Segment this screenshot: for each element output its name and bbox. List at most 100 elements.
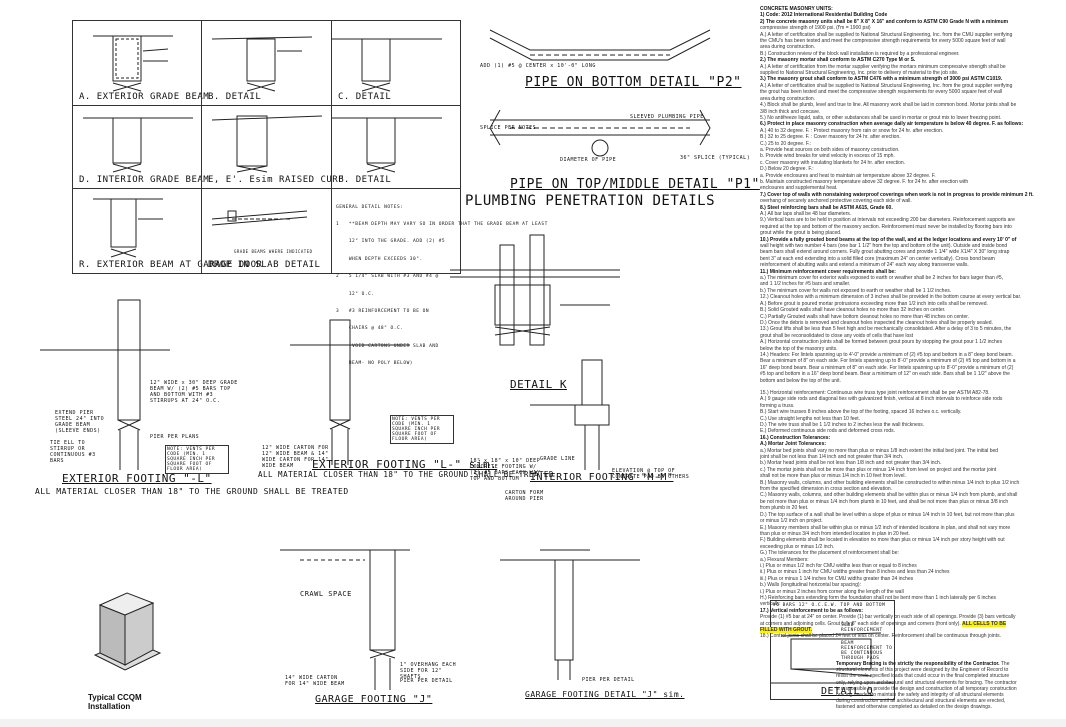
note-line: exceeding plus or minus 1/2 inch. [760,544,1060,550]
page-bottom-band [0,719,1066,727]
note-text: a.) Flexural Members: [760,556,809,563]
note-line: 12" O.C. [336,291,375,297]
callout: PIER PER PLANS [150,434,200,440]
note-text: c. Cover masonry with insulating blanket… [760,159,906,166]
note-text: 3/8 inch thick and concave. [760,108,821,115]
note-line: b.) Mortar head joints shall be not less… [760,460,1060,466]
beam-section-drawing [211,36,313,92]
note-line: a. Provide heat sources on both sides of… [760,147,1060,153]
beam-section-drawing [83,117,193,173]
exterior-footing-l-sim-drawing [290,319,410,465]
note-line: 2 5 1/4" SLAB WITH #3 AND #4 @ [336,274,439,280]
note-line: grout while the grout is being placed. [760,230,1060,236]
p1-label: 36" SPLICE (TYPICAL) [680,155,751,161]
beam-section-drawing [211,115,323,173]
highlighted-note: FILLED WITH GROUT. [760,627,812,633]
exterior-footing-l-sim-title: EXTERIOR FOOTING "L-" sim. [312,458,498,471]
note-line: E.) Deformed continuous side rods and de… [760,428,1060,434]
note-text: vertically. [760,601,781,608]
note-text: shall not be more than plus or minus 1/4… [760,473,906,480]
note-line: 7.) Cover top of walls with nonstaining … [760,192,1060,198]
garage-footing-j-sim-drawing [500,549,640,680]
note-text: b. Maintain constructed masonry temperat… [760,178,969,185]
note-line: D.) The top surface of a wall shall be l… [760,512,1060,518]
note-line: and 1 1/2 inches for #5 bars and smaller… [760,281,1060,287]
note-text: or minus 1/2 inch on project. [760,518,823,525]
temporary-bracing-note: Temporary Bracing is the strictly the re… [836,661,1018,711]
note-text: reinforcement of abutting walls and exte… [760,262,969,269]
note-text: D.) The wire truss shall be 1 1/2 inches… [760,422,925,428]
cell-label: D. INTERIOR GRADE BEAM [79,175,210,185]
note-line: CHAIRS @ 48" O.C. [336,326,404,332]
note-text: E.) Masonry members shall be within plus… [760,524,1011,531]
note-line: 4.) Block shall be plumb, level and true… [760,102,1060,108]
callout: 14" WIDE CARTON FOR 14" WIDE BEAM [285,675,345,687]
note-text: C.) Masonry walls, columns, and other bu… [760,492,1018,499]
note-text: forming a truss. [760,402,795,409]
note-text: 10.) Provide a fully grouted bond beams … [760,236,1017,243]
note-line: c. Cover masonry with insulating blanket… [760,160,1060,166]
note-text: c.) The mortar joints shall not be more … [760,466,997,473]
note-text: A.) Before grout is poured mortar protru… [760,300,988,307]
note-text: 1) Code: 2012 International Residential … [760,12,888,19]
detail-cell-a: A. EXTERIOR GRADE BEAM [72,20,209,106]
note-line: 17.) Vertical reinforcement to be as fol… [760,608,1060,614]
note-line: H.) Reinforcing bars extending form the … [760,595,1060,601]
note-line: bottom and below the top of the unit. [760,378,1060,384]
note-line: A.) All bar laps shall be 48 bar diamete… [760,211,1060,217]
detail-cell-c: C. DETAIL [331,20,461,106]
cell-label: E, E'. Esim RAISED CURB [208,175,345,185]
cell-label: DROP IN SLAB DETAIL [208,260,321,270]
note-line: 16" deep bond beam. Bear a minimum of 8"… [760,365,1060,371]
concrete-masonry-notes: CONCRETE MASONRY UNITS: 1) Code: 2012 In… [760,6,1060,640]
cell-label: F. DETAIL [338,175,392,185]
note-line: b.) The minimum cover for walls not expo… [760,288,1060,294]
note-text: 14.) Headers: For lintels spanning up to… [760,351,1013,358]
note-line: i.) Plus or minus 1/2 inch for CMU width… [760,563,1060,569]
detail-cell-r: R. EXTERIOR BEAM AT GARAGE DOOR [72,188,262,274]
garage-footing-j-drawing [280,549,410,690]
note-text: bent 3" at each end extending into a sol… [760,255,995,262]
note-text: supplied to National Structural Engineer… [760,70,959,77]
cell-label: R. EXTERIOR BEAM AT GARAGE DOOR [79,260,263,270]
note-line: 5.) No antifreeze liquid, salts, or othe… [760,115,1060,121]
note-line: 1 **BEAM DEPTH MAY VARY SO IN ORDER THAT… [336,221,548,227]
detail-q-drawing [771,632,894,684]
callout: ELEVATION @ TOP OF CONCRETE PAD BY OTHER… [612,468,690,480]
note-line: b. Provide wind breaks for wind velocity… [760,153,1060,159]
note-text: B.) 32 to 25 degree. F. : Cover masonry … [760,134,901,141]
note-line: required at the top and bottom of the ma… [760,224,1060,230]
bracing-body: The structural elements of this project … [836,661,1017,711]
beam-section-drawing [332,38,442,92]
detail-q-frame: #6 BARS 12" O.C.E.W. TOP AND BOTTOM SLAB… [770,600,895,700]
note-line: forming a truss. [760,403,1060,409]
cell-label: A. EXTERIOR GRADE BEAM [79,92,210,102]
note-line: 12.) Cleanout holes with a minimum dimen… [760,294,1060,300]
p2-note: ADD (1) #5 @ CENTER x 10'-0" LONG [480,63,596,69]
note-text: E.) Deformed continuous side rods and de… [760,428,896,435]
callout: GRADE LINE [540,456,576,462]
note-text: from the specified dimension in cross se… [760,486,893,493]
note-line: A.) Mortar Joint Tolerances: [760,441,1060,447]
note-line: bent 3" at each end extending into a sol… [760,256,1060,262]
note-line: A.) 40 to 32 degree. F. : Protect masonr… [760,128,1060,134]
note-text: 6.) Protect in place masonry constructio… [760,121,1024,128]
note-text: grout while the grout is being placed. [760,230,842,237]
cell-label: C. DETAIL [338,92,392,102]
note-text: bottom and below the top of the unit. [760,377,841,384]
note-text: C.) Partially Grouted walls shall have b… [760,313,970,320]
note-line: the grout has been tested and meet the c… [760,89,1060,95]
note-text: 16" deep bond beam. Bear a minimum of 8"… [760,364,1014,371]
callout: SLAB REINFORCEMENT [841,623,883,633]
crawl-space-label: CRAWL SPACE [300,590,352,598]
note-text: a. Provide heat sources on both sides of… [760,146,900,153]
bracing-heading: Temporary Bracing is the strictly the re… [836,661,1000,667]
note-line: or minus 1/2 inch on project. [760,518,1060,524]
note-text: Provide (1) #5 bar at 24" on center. Pro… [760,614,1016,621]
note-line: A.) A letter of certification shall be s… [760,83,1060,89]
note-text: A.) Mortar Joint Tolerances: [760,441,827,448]
note-line: #5 top and bottom in a 16" deep bond bea… [760,371,1060,377]
note-text: beam bars shall extend around corners. F… [760,249,1010,256]
note-text: 17.) Vertical reinforcement to be as fol… [760,607,864,614]
p1-title: PIPE ON TOP/MIDDLE DETAIL "P1" [510,177,760,192]
